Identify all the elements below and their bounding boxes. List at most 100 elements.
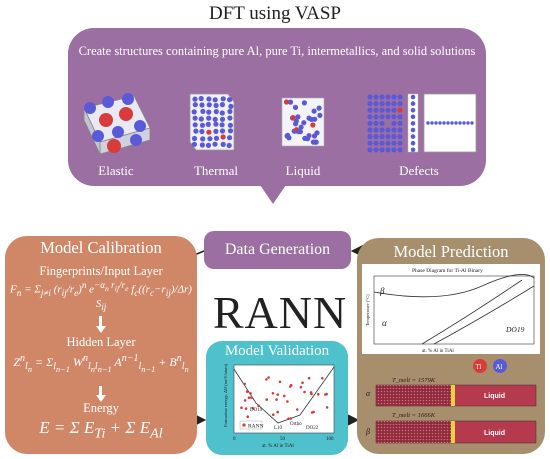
validation-point [310,411,314,414]
defect-atom [385,127,391,133]
defect-atom [373,120,379,126]
defect-atom [426,121,430,125]
liquid-atom [283,99,290,105]
defect-atom [367,147,373,153]
thermal-atom [192,122,198,128]
phase-diagram-axes [373,275,535,345]
thermal-atom [219,122,225,128]
defect-atom [462,121,466,125]
defect-atom [373,140,379,146]
validation-point [265,378,268,381]
annotation-l10: L10 [274,426,283,431]
phase-diagram-background [362,264,540,354]
validation-plot-area [233,364,335,434]
defect-atom [367,134,373,140]
thermal-atom [207,136,213,142]
defect-atom [391,94,397,100]
thermal-atom [219,116,226,122]
thermal-atom [226,142,232,149]
liquid-atom [312,139,318,145]
liquid-atom [296,129,302,135]
xtick-50: 50 [280,437,286,442]
beta-phase-symbol: β [365,427,370,436]
liquid-atom [293,118,299,124]
defect-atom [391,107,397,113]
defect-atom [397,94,403,100]
thermal-atom [200,108,206,114]
validation-point [287,417,290,420]
hidden-layer-formula: Znln = Σln−1 Wnlnln−1 An−1ln−1 + Bnln [13,353,189,375]
defect-atom [397,107,403,113]
thermal-atom [227,122,233,128]
liquid-atom [290,115,296,121]
defect-atom [373,107,379,113]
al-badge [493,359,507,373]
structure-illustrations [83,93,477,155]
validation-point [267,376,270,379]
defect-atom [391,101,397,107]
defect-atom [391,114,397,120]
defect-atom [379,127,385,133]
liquid-atom [301,100,307,106]
defect-atom [410,114,416,120]
thermal-atom [199,128,205,135]
liquid-atom [298,124,304,130]
fingerprint-formula: Fn = Σj≠i (rij/re)n e−αn rij/re fc((rc−r… [10,280,192,313]
liquid-atom [287,99,294,105]
defects-structure [367,93,477,153]
defect-atom [434,121,438,125]
defect-atom [410,121,416,126]
thermal-atom [198,95,204,102]
validation-point [303,390,306,394]
defect-atom [470,121,474,125]
model-prediction-title: Model Prediction [393,242,509,261]
defect-atom [458,121,462,125]
defect-atom [385,134,391,140]
defect-atom [391,140,397,146]
thermal-atom [220,141,226,147]
liquid-atom [306,115,312,121]
defect-atom [379,114,385,120]
page-title: DFT using VASP [208,3,341,24]
thermal-atom [213,109,219,115]
defect-atom [454,121,458,125]
validation-point [275,398,278,401]
defect-atom [379,107,385,113]
beta-interface [451,421,455,443]
thermal-atom [191,141,197,147]
defect-atom [385,147,391,153]
validation-ylabel: Formation energy, ΔH (meV/atom) [223,363,229,427]
thermal-atom [212,116,218,122]
calibration-arrow-1-head [96,326,106,333]
thermal-atom [205,142,212,148]
defect-atom [373,134,379,140]
thermal-atom [220,96,226,102]
validation-point [243,399,247,402]
liquid-atom [314,130,320,136]
beta-liquid-label: Liquid [484,430,505,437]
caption-defects: Defects [399,163,439,178]
defect-atom [430,121,434,125]
thermal-atom [212,97,218,103]
liquid-atom [312,116,318,122]
phase-label-beta: β [379,286,385,296]
defect-atom [410,134,416,139]
thermal-atom [192,115,198,121]
defect-atom [379,147,385,153]
phase-diagram-title: Phase Diagram for Ti-Al Binary [412,267,483,274]
energy-formula: E = Σ ETi + Σ EAl [39,418,163,442]
validation-plot: RANN DO19 L10 Ortho DO22 0 50 100 at. % … [223,363,335,449]
calibration-arrow-2-head [96,395,106,402]
defect-atom [385,101,391,107]
thermal-atom [192,102,198,108]
validation-point [278,380,282,384]
beta-solid-region [376,421,451,443]
phase-boundary-2 [421,279,523,345]
thermal-atom [193,128,199,134]
validation-legend-marker [242,423,246,427]
xtick-100: 100 [326,437,334,442]
defect-atom [379,101,385,107]
defect-atom [379,120,385,126]
defect-atom [367,140,373,146]
validation-point [307,376,311,380]
